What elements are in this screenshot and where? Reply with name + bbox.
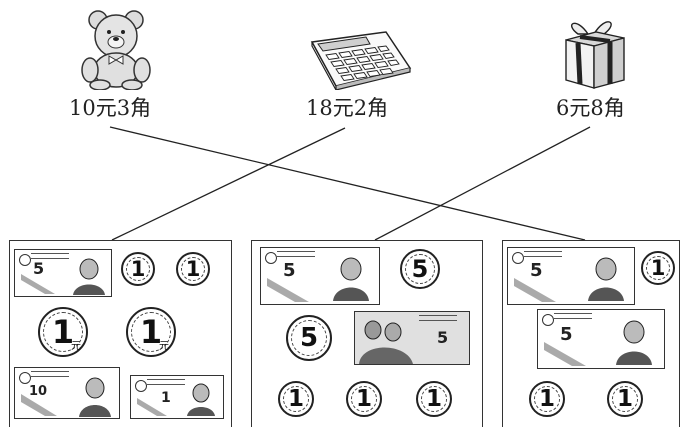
banknote-5-yuan: 5 <box>537 309 665 369</box>
coin-1-yuan: 1 <box>607 381 643 417</box>
coin-1-yuan: 1 <box>529 381 565 417</box>
banknote-5-yuan: 5 <box>260 247 380 305</box>
coin-5-jiao: 5 <box>400 249 440 289</box>
coin-1-yuan: 1 <box>641 251 675 285</box>
line-gift-to-panel2 <box>374 126 591 241</box>
line-bear-to-panel3 <box>109 126 586 241</box>
price-teddy-bear: 10元3角 <box>69 96 152 120</box>
banknote-1-yuan: 1 <box>130 375 224 419</box>
price-calculator: 18元2角 <box>306 96 389 120</box>
teddy-bear-icon <box>76 8 156 90</box>
portrait-icon <box>79 377 111 417</box>
portrait-icon <box>73 258 105 295</box>
line-calculator-to-panel1 <box>111 127 346 241</box>
gift-box-icon <box>558 10 628 90</box>
money-panel-2[interactable]: 5 5 5 5 1 1 1 <box>251 240 483 427</box>
portrait-icon <box>187 383 215 416</box>
banknote-5-yuan: 5 <box>14 249 112 297</box>
portrait-group-icon <box>359 320 413 364</box>
banknote-5-jiao: 5 <box>354 311 470 365</box>
coin-1-yuan: 1 <box>278 381 314 417</box>
coin-1-yuan: 1 <box>416 381 452 417</box>
money-panel-3[interactable]: 5 1 5 1 1 <box>502 240 680 427</box>
coin-1-yuan: 1 <box>121 252 155 286</box>
portrait-icon <box>333 257 369 301</box>
portrait-icon <box>588 257 624 301</box>
price-gift-box: 6元8角 <box>556 96 625 120</box>
coin-1-yuan: 1 <box>346 381 382 417</box>
coin-5-jiao: 5 <box>286 315 332 361</box>
portrait-icon <box>616 320 652 365</box>
calculator-icon <box>306 28 412 90</box>
banknote-10-yuan: 10 <box>14 367 120 419</box>
banknote-value: 5 <box>33 259 45 278</box>
banknote-5-yuan: 5 <box>507 247 635 305</box>
coin-1-yuan: 1 <box>176 252 210 286</box>
